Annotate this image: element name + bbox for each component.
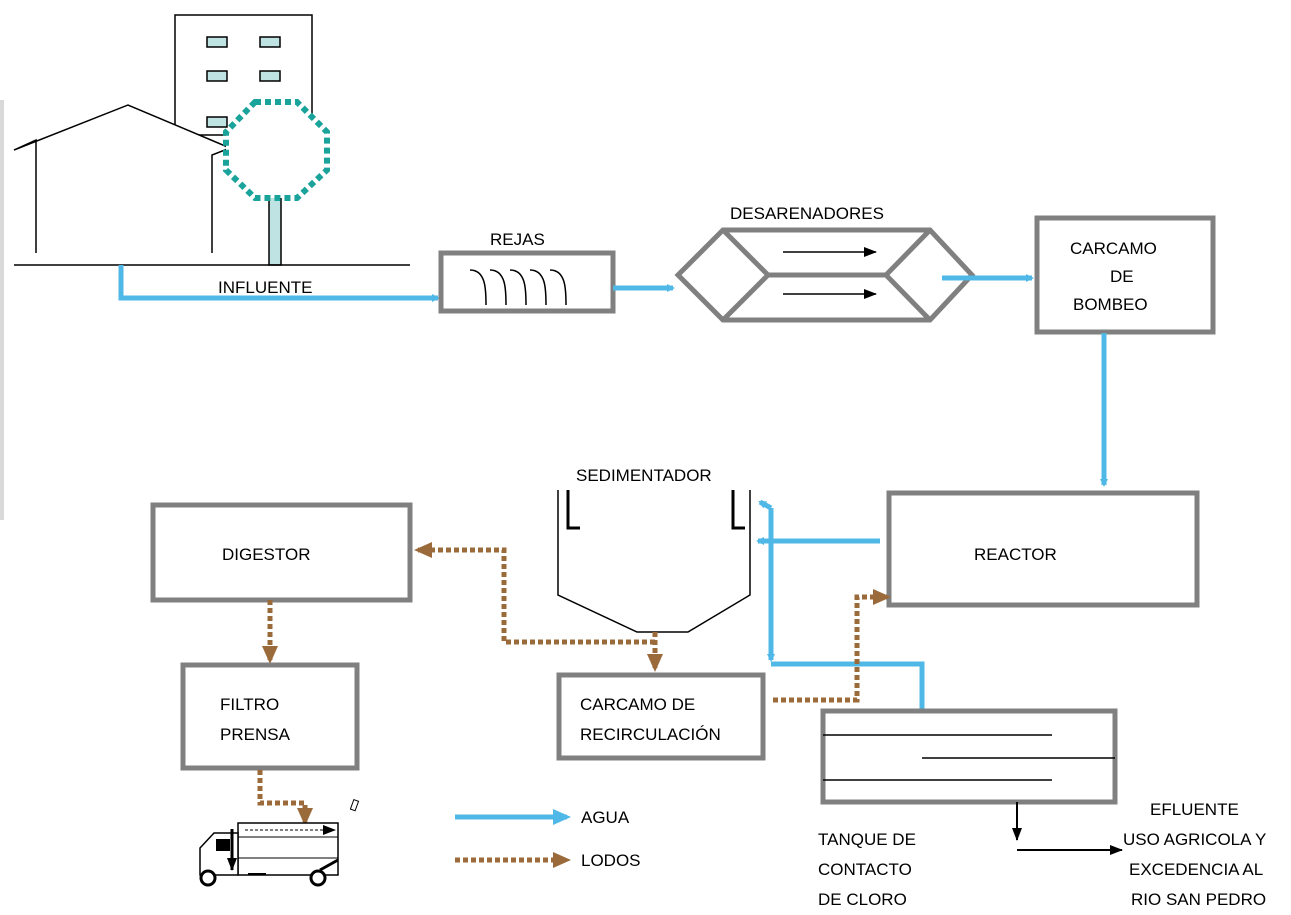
sedimentador-unit	[557, 490, 751, 633]
tanque-contacto-box	[820, 708, 1118, 805]
digestor-box	[150, 502, 413, 603]
rejas-unit	[438, 250, 616, 314]
desarenadores-unit	[674, 227, 976, 323]
carcamo-bombeo-line2: DE	[1110, 267, 1134, 286]
filtro-prensa-line1: FILTRO	[220, 695, 279, 714]
reactor-box	[886, 490, 1200, 608]
tanque-line3: DE CLORO	[818, 890, 907, 909]
carcamo-recirculacion-line2: RECIRCULACIÓN	[580, 725, 721, 744]
carcamo-bombeo-box	[1034, 215, 1216, 335]
legend-sludge-label: LODOS	[581, 851, 641, 870]
left-edge-strip	[0, 100, 4, 520]
digestor-label: DIGESTOR	[222, 545, 310, 564]
filtro-prensa-box	[180, 662, 360, 771]
sedimentador-inlet-arrow	[758, 499, 773, 511]
truck-icon	[199, 798, 360, 887]
efluente-arrow	[1012, 802, 1123, 855]
desarenadores-label: DESARENADORES	[730, 204, 884, 223]
efluente-line2: USO AGRICOLA Y	[1123, 830, 1266, 849]
efluente-line4: RIO SAN PEDRO	[1131, 890, 1266, 909]
filtro-prensa-line2: PRENSA	[220, 725, 291, 744]
sedimentador-to-tanque-flow	[771, 661, 926, 720]
influente-flow	[118, 265, 440, 302]
legend: AGUA LODOS	[455, 808, 641, 870]
sludge-to-digestor	[414, 542, 655, 645]
tanque-line1: TANQUE DE	[818, 830, 916, 849]
recirculacion-to-reactor-sludge	[773, 589, 891, 703]
house-icon	[13, 104, 232, 253]
influente-label: INFLUENTE	[218, 278, 312, 297]
tanque-line2: CONTACTO	[818, 860, 912, 879]
sedimentador-label: SEDIMENTADOR	[576, 466, 712, 485]
efluente-line1: EFLUENTE	[1150, 800, 1239, 819]
carcamo-recirculacion-box	[556, 672, 766, 761]
rejas-label: REJAS	[490, 230, 545, 249]
filtro-to-truck-sludge	[257, 770, 313, 826]
carcamo-bombeo-line1: CARCAMO	[1070, 239, 1157, 258]
carcamo-recirculacion-line1: CARCAMO DE	[580, 695, 695, 714]
tree-icon	[223, 99, 330, 266]
efluente-line3: EXCEDENCIA AL	[1129, 860, 1263, 879]
reactor-label: REACTOR	[974, 545, 1057, 564]
legend-water-label: AGUA	[581, 808, 630, 827]
carcamo-bombeo-line3: BOMBEO	[1073, 295, 1148, 314]
